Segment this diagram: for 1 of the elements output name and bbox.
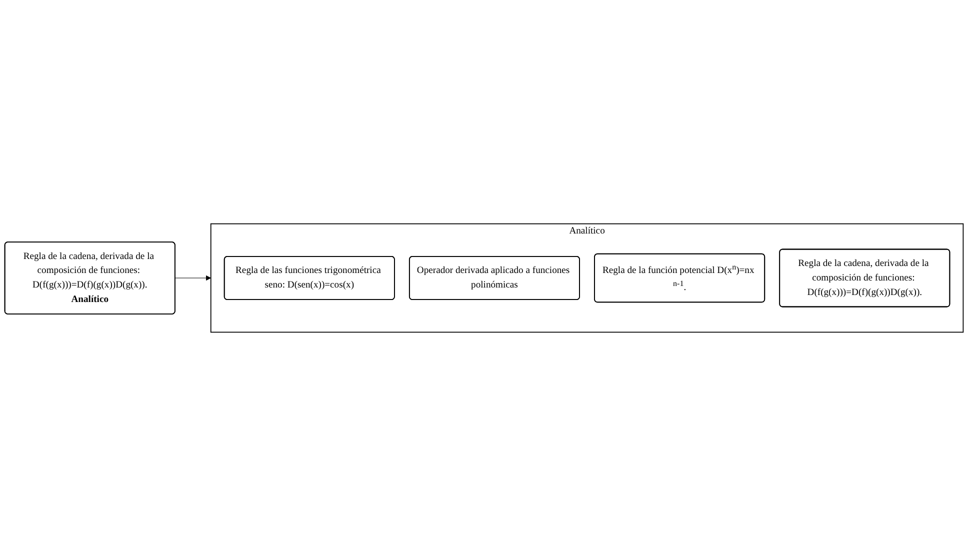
- arrow: [174, 275, 212, 281]
